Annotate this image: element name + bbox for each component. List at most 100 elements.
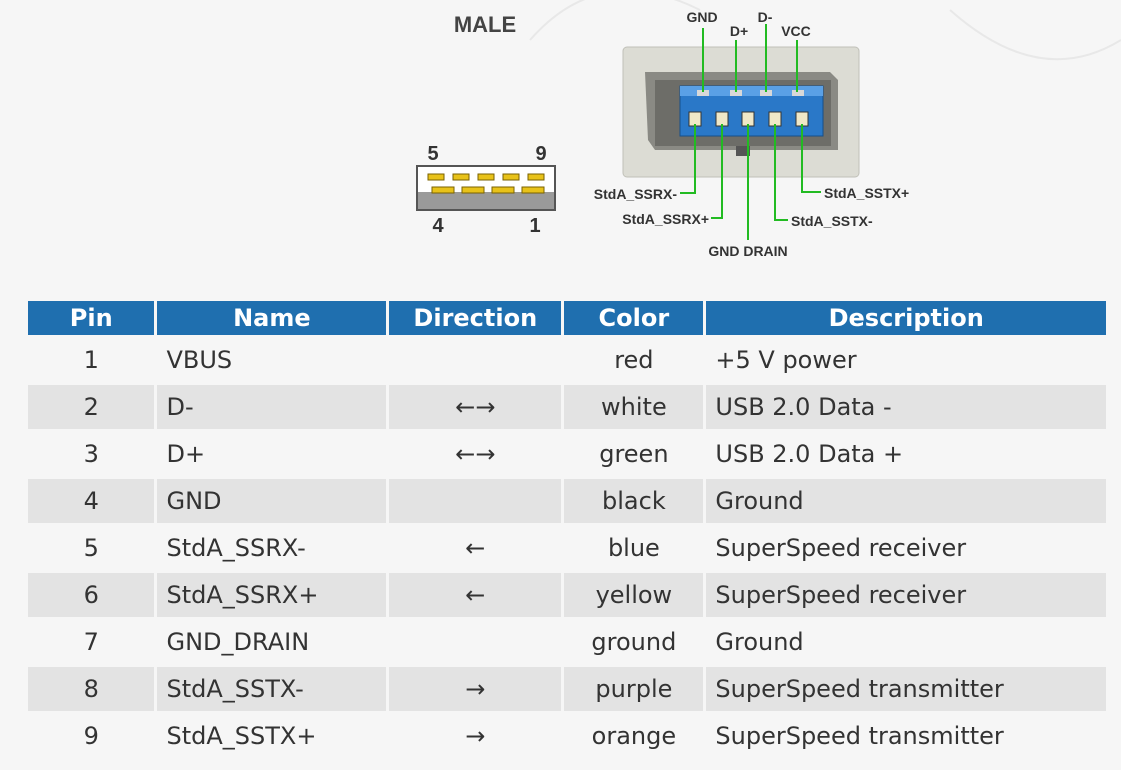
face-label-4: 4 <box>432 215 444 237</box>
cell-direction: → <box>389 667 562 714</box>
table-row: 1 VBUS red +5 V power <box>28 338 1106 385</box>
cell-pin: 2 <box>28 385 155 432</box>
face-label-9: 9 <box>535 143 546 165</box>
cell-color: black <box>564 479 704 526</box>
connector-contact <box>715 111 729 127</box>
cell-description: SuperSpeed transmitter <box>706 714 1106 761</box>
table-row: 9 StdA_SSTX+ → orange SuperSpeed transmi… <box>28 714 1106 761</box>
cell-name: StdA_SSTX+ <box>157 714 387 761</box>
header-pin: Pin <box>28 301 155 338</box>
cell-name: StdA_SSRX- <box>157 526 387 573</box>
pin-contact <box>477 173 495 181</box>
cell-direction <box>389 479 562 526</box>
cell-color: red <box>564 338 704 385</box>
table-row: 7 GND_DRAIN ground Ground <box>28 620 1106 667</box>
cell-color: ground <box>564 620 704 667</box>
connector-photo <box>622 46 860 178</box>
table-row: 2 D- ←→ white USB 2.0 Data - <box>28 385 1106 432</box>
label-ssrx-plus: StdA_SSRX+ <box>622 211 709 227</box>
plug-face-tongue <box>418 192 554 209</box>
connector-contact <box>730 90 742 96</box>
label-sstx-minus: StdA_SSTX- <box>791 213 873 229</box>
leader-ssrx-plus <box>711 124 723 219</box>
label-gnd: GND <box>686 9 717 25</box>
cell-name: D- <box>157 385 387 432</box>
header-name: Name <box>157 301 387 338</box>
plug-face-view: 5 9 4 1 <box>416 143 556 237</box>
connector-contact <box>741 111 755 127</box>
cell-name: StdA_SSTX- <box>157 667 387 714</box>
label-gnd-drain: GND DRAIN <box>708 243 787 259</box>
pinout-table: Pin Name Direction Color Description 1 V… <box>25 301 1109 761</box>
label-d-minus: D- <box>758 9 773 25</box>
cell-pin: 6 <box>28 573 155 620</box>
cell-direction <box>389 338 562 385</box>
header-direction: Direction <box>389 301 562 338</box>
cell-name: StdA_SSRX+ <box>157 573 387 620</box>
label-vcc: VCC <box>781 23 811 39</box>
header-description: Description <box>706 301 1106 338</box>
background-arc <box>949 9 1121 61</box>
pin-contact <box>502 173 520 181</box>
cell-color: green <box>564 432 704 479</box>
background-arc <box>529 0 701 41</box>
cell-color: purple <box>564 667 704 714</box>
cell-direction: ←→ <box>389 385 562 432</box>
leader-ssrx-minus <box>680 124 696 194</box>
table-header-row: Pin Name Direction Color Description <box>28 301 1106 338</box>
cell-name: GND <box>157 479 387 526</box>
cell-color: yellow <box>564 573 704 620</box>
cell-description: SuperSpeed receiver <box>706 573 1106 620</box>
connector-contact <box>792 90 804 96</box>
cell-pin: 5 <box>28 526 155 573</box>
cell-description: Ground <box>706 620 1106 667</box>
table-row: 4 GND black Ground <box>28 479 1106 526</box>
cell-pin: 4 <box>28 479 155 526</box>
face-label-5: 5 <box>427 143 438 165</box>
cell-direction: → <box>389 714 562 761</box>
pin-contact <box>527 173 545 181</box>
cell-pin: 7 <box>28 620 155 667</box>
table-row: 8 StdA_SSTX- → purple SuperSpeed transmi… <box>28 667 1106 714</box>
connector-contact <box>795 111 809 127</box>
pin-contact <box>521 186 545 194</box>
cell-description: SuperSpeed transmitter <box>706 667 1106 714</box>
pin-contact <box>452 173 470 181</box>
diagram-title: MALE <box>454 12 516 37</box>
cell-direction: ← <box>389 573 562 620</box>
cell-direction <box>389 620 562 667</box>
cell-description: USB 2.0 Data + <box>706 432 1106 479</box>
cell-description: SuperSpeed receiver <box>706 526 1106 573</box>
cell-color: white <box>564 385 704 432</box>
connector-contact <box>688 111 702 127</box>
cell-direction: ← <box>389 526 562 573</box>
cell-name: D+ <box>157 432 387 479</box>
pin-contact <box>431 186 455 194</box>
cell-direction: ←→ <box>389 432 562 479</box>
header-color: Color <box>564 301 704 338</box>
face-label-1: 1 <box>529 215 540 237</box>
cell-pin: 9 <box>28 714 155 761</box>
pin-contact <box>491 186 515 194</box>
pin-contact <box>461 186 485 194</box>
cell-name: VBUS <box>157 338 387 385</box>
connector-labels: GND D+ D- VCC StdA_SSRX- StdA_SSRX+ GND … <box>594 9 909 259</box>
label-ssrx-minus: StdA_SSRX- <box>594 186 678 202</box>
leader-lines <box>680 24 821 240</box>
connector-contact <box>697 90 709 96</box>
leader-sstx-minus <box>774 124 788 221</box>
leader-sstx-plus <box>801 124 821 193</box>
cell-pin: 8 <box>28 667 155 714</box>
cell-color: blue <box>564 526 704 573</box>
connector-contact <box>768 111 782 127</box>
table-row: 3 D+ ←→ green USB 2.0 Data + <box>28 432 1106 479</box>
pin-contact <box>427 173 445 181</box>
label-d-plus: D+ <box>730 23 748 39</box>
cell-description: USB 2.0 Data - <box>706 385 1106 432</box>
connector-latch <box>736 146 750 156</box>
label-sstx-plus: StdA_SSTX+ <box>824 185 909 201</box>
cell-description: Ground <box>706 479 1106 526</box>
connector-contact <box>760 90 772 96</box>
diagram-svg: MALE 5 9 4 1 <box>416 0 1121 259</box>
cell-color: orange <box>564 714 704 761</box>
